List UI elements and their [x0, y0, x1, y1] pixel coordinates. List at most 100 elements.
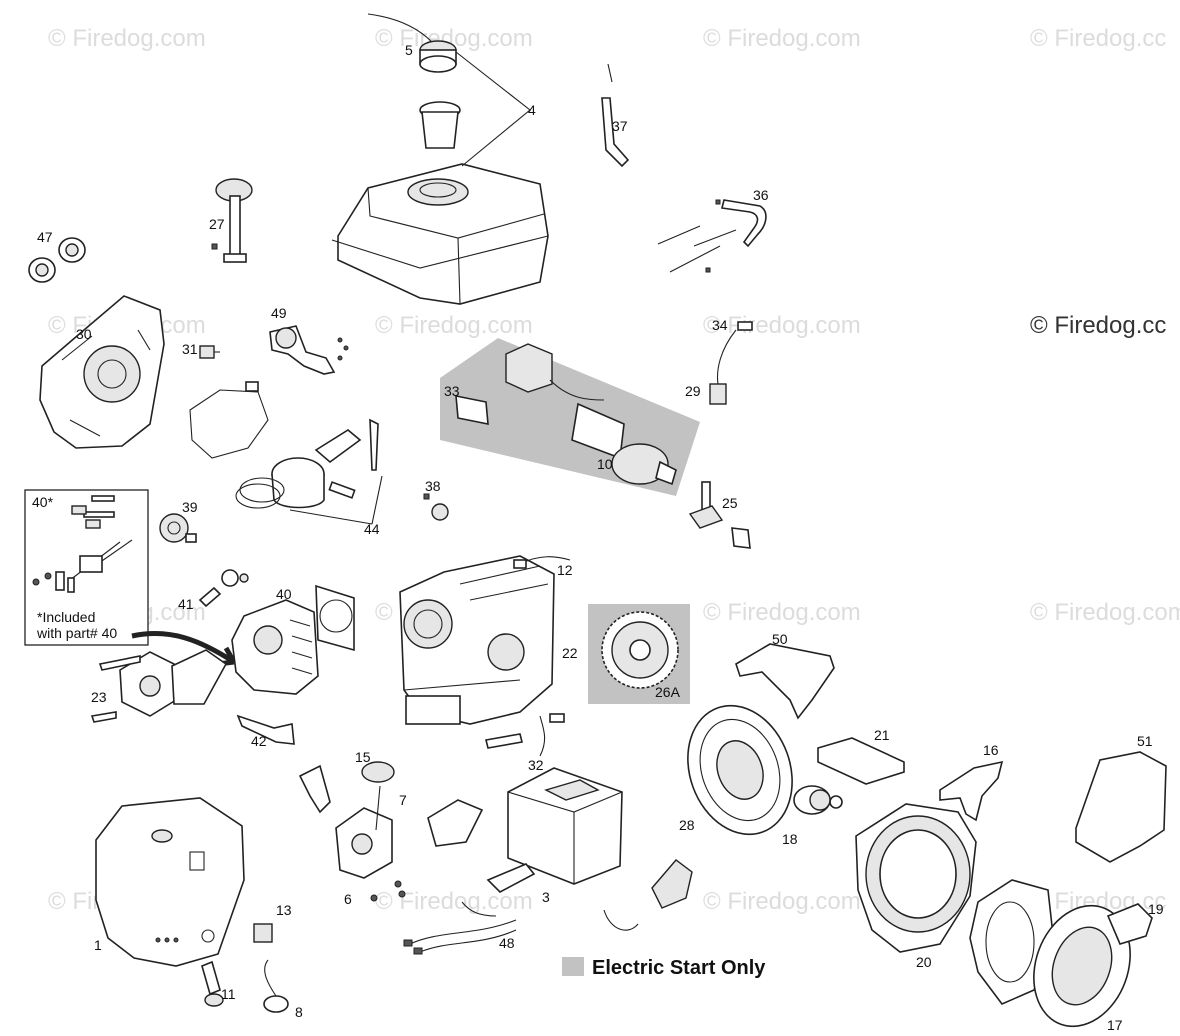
callout-33: 33 — [444, 383, 460, 399]
muffler-part — [427, 767, 623, 893]
callout-38: 38 — [425, 478, 441, 494]
screen-ring — [985, 901, 1035, 983]
key-switch-part — [709, 321, 753, 405]
callout-layer: 1 3 4 5 6 7 8 10 11 12 13 15 16 17 18 19… — [32, 42, 1164, 1033]
callout-12: 12 — [557, 562, 573, 578]
callout-42: 42 — [251, 733, 267, 749]
inset-note-line2: with part# 40 — [36, 625, 117, 641]
starter-bracket-part — [455, 395, 489, 425]
callout-10: 10 — [597, 456, 613, 472]
callout-20: 20 — [916, 954, 932, 970]
callout-11: 11 — [221, 986, 236, 1002]
engine-block-part — [399, 555, 555, 725]
callout-22: 22 — [562, 645, 578, 661]
callout-28: 28 — [679, 817, 695, 833]
blower-housing-part — [855, 803, 977, 953]
wire-harness-part — [513, 556, 571, 569]
crankcase-gasket-part — [189, 389, 269, 459]
rotating-screen-part — [969, 879, 1055, 1005]
spark-arrester-part — [651, 859, 693, 909]
heat-shield-part — [735, 643, 835, 720]
callout-47: 47 — [37, 229, 53, 245]
deflector-part — [939, 760, 1004, 822]
callout-15: 15 — [355, 749, 371, 765]
fuel-line-part — [601, 63, 630, 168]
callout-5: 5 — [405, 42, 413, 58]
wiring-part — [403, 901, 517, 955]
starter-motor-part — [505, 343, 677, 486]
callout-37: 37 — [612, 118, 628, 134]
spark-plug-part — [198, 569, 249, 608]
dipstick-part — [211, 178, 253, 263]
callout-1: 1 — [94, 937, 102, 953]
governor-part — [423, 493, 449, 521]
leader-line — [455, 51, 531, 167]
callout-4: 4 — [528, 102, 536, 118]
callout-26a: 26A — [655, 684, 681, 700]
watermark: © Firedog.com — [703, 25, 861, 52]
callout-25: 25 — [722, 495, 738, 511]
callout-7: 7 — [399, 792, 407, 808]
callout-39: 39 — [182, 499, 198, 515]
valve-kit-inset — [24, 489, 149, 646]
ignition-sensor-part — [485, 713, 565, 757]
shroud-part — [95, 797, 245, 967]
fuel-valve-part — [688, 481, 751, 549]
callout-41: 41 — [178, 596, 194, 612]
callout-50: 50 — [772, 631, 788, 647]
starter-cup-part — [793, 785, 843, 815]
callout-36: 36 — [753, 187, 769, 203]
callout-6: 6 — [344, 891, 352, 907]
watermark: © Firedog.com — [703, 888, 861, 915]
cylinder-head-part — [231, 599, 319, 695]
legend-label: Electric Start Only — [592, 957, 766, 979]
callout-23: 23 — [91, 689, 107, 705]
watermark: © Firedog.cc — [1030, 312, 1166, 339]
guard-plate-part — [1075, 751, 1167, 863]
watermark: © Firedog.com — [1030, 599, 1180, 626]
cam-gear-part — [159, 513, 197, 543]
callout-34: 34 — [712, 317, 728, 333]
callout-17: 17 — [1107, 1017, 1123, 1033]
grommet-part — [263, 959, 289, 1013]
ground-wire-part — [603, 909, 639, 931]
callout-40-star: 40* — [32, 494, 54, 510]
crankcase-cover-part — [39, 295, 165, 449]
callout-31: 31 — [182, 341, 198, 357]
throttle-linkage-part — [657, 199, 767, 273]
bracket-part — [236, 714, 295, 745]
fuel-cap-part — [367, 13, 457, 73]
crankshaft-part — [269, 325, 349, 375]
callout-13: 13 — [276, 902, 292, 918]
callout-16: 16 — [983, 742, 999, 758]
dowel-pin — [245, 381, 259, 392]
callout-32: 32 — [528, 757, 544, 773]
fuel-tank-part — [331, 163, 549, 305]
callout-19: 19 — [1148, 901, 1164, 917]
knob-part — [201, 960, 224, 1007]
air-cleaner-part — [90, 649, 228, 723]
watermark: © Firedog.com — [375, 312, 533, 339]
leader-line — [375, 785, 381, 831]
callout-27: 27 — [209, 216, 225, 232]
legend-swatch — [562, 957, 584, 976]
callout-44: 44 — [364, 521, 380, 537]
callout-3: 3 — [542, 889, 550, 905]
watermark: © Firedog.cc — [1030, 25, 1166, 52]
callout-49: 49 — [271, 305, 287, 321]
piston-part — [235, 418, 379, 509]
fuel-strainer-part — [419, 101, 461, 149]
muffler-bracket-part — [817, 737, 905, 785]
callout-18: 18 — [782, 831, 798, 847]
watermark: © Firedog.com — [703, 599, 861, 626]
recoil-starter-part — [1033, 903, 1153, 1028]
callout-8: 8 — [295, 1004, 303, 1020]
callout-51: 51 — [1137, 733, 1153, 749]
bearings-part — [28, 237, 86, 283]
ring-gear-part — [601, 611, 679, 689]
switch-part — [253, 923, 273, 943]
carburetor-part — [298, 761, 406, 902]
watermark: © Firedog.com — [375, 888, 533, 915]
